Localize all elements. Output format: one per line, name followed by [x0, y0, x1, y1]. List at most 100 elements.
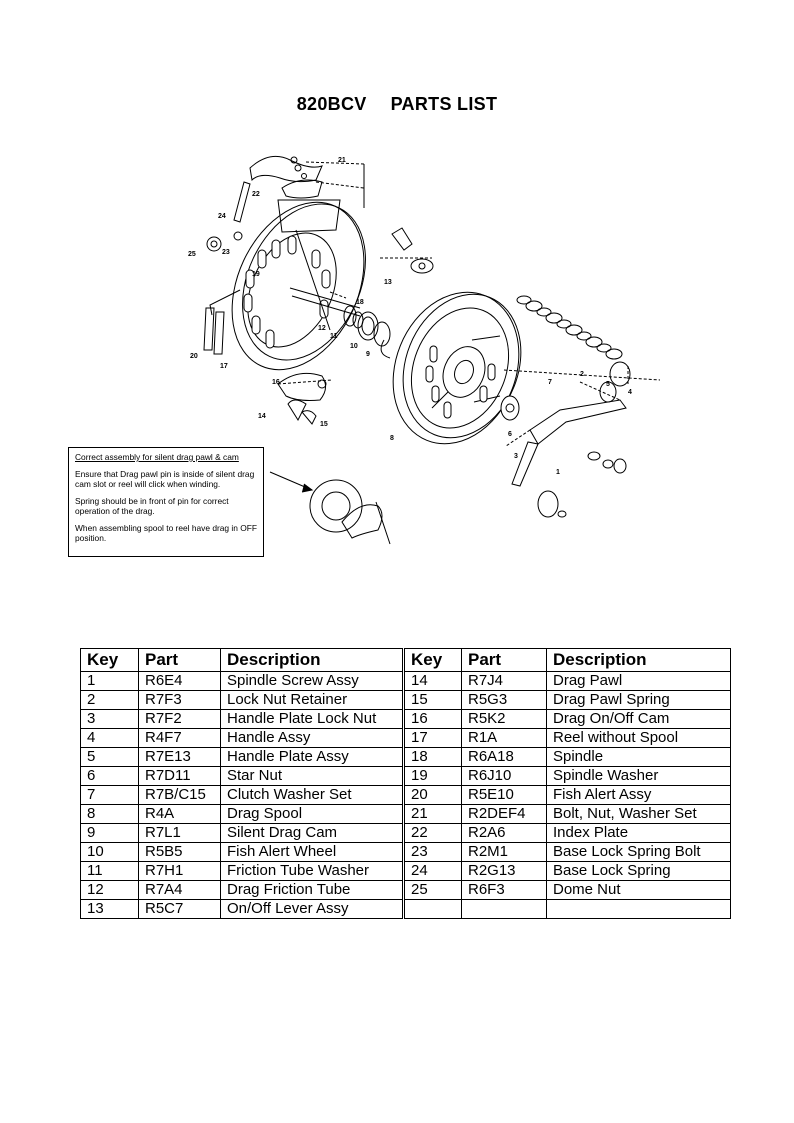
cell-key: 17: [402, 728, 462, 748]
label-4: 4: [628, 389, 632, 396]
cell-part: R7L1: [138, 823, 221, 843]
cell-description: Star Nut: [220, 766, 404, 786]
note-paragraph-2: Spring should be in front of pin for cor…: [75, 496, 229, 516]
cell-description: Handle Plate Lock Nut: [220, 709, 404, 729]
cell-part: R5K2: [461, 709, 547, 729]
label-6: 6: [508, 431, 512, 438]
label-20: 20: [190, 353, 198, 360]
cell-key: 20: [402, 785, 462, 805]
header-description: Description: [220, 648, 404, 672]
cell-description: Handle Assy: [220, 728, 404, 748]
cell-part: R7J4: [461, 671, 547, 691]
cell-description: Handle Plate Assy: [220, 747, 404, 767]
cell-part: R1A: [461, 728, 547, 748]
cell-key: 11: [80, 861, 139, 881]
cell-description: Drag Pawl Spring: [546, 690, 731, 710]
note-paragraph-3: When assembling spool to reel have drag …: [75, 523, 258, 543]
cell-part: R5G3: [461, 690, 547, 710]
cell-key: 2: [80, 690, 139, 710]
cell-part: R2DEF4: [461, 804, 547, 824]
cell-description: Reel without Spool: [546, 728, 731, 748]
clutch-washer-stack: [516, 295, 623, 360]
cell-description: Drag Friction Tube: [220, 880, 404, 900]
label-2: 2: [580, 371, 584, 378]
assembly-note-box: Correct assembly for silent drag pawl & …: [68, 447, 264, 557]
header-description: Description: [546, 648, 731, 672]
cell-description: Base Lock Spring Bolt: [546, 842, 731, 862]
label-16: 16: [272, 379, 280, 386]
label-25: 25: [188, 251, 196, 258]
header-key: Key: [402, 648, 462, 672]
note-title: Correct assembly for silent drag pawl & …: [75, 452, 239, 462]
cell-description: Index Plate: [546, 823, 731, 843]
cell-description: Bolt, Nut, Washer Set: [546, 804, 731, 824]
label-24: 24: [218, 213, 226, 220]
cell-part: R4F7: [138, 728, 221, 748]
label-23: 23: [222, 249, 230, 256]
label-12: 12: [318, 325, 326, 332]
cell-key: 7: [80, 785, 139, 805]
cell-part: R2M1: [461, 842, 547, 862]
cell-key: 22: [402, 823, 462, 843]
cell-part: R7F2: [138, 709, 221, 729]
label-22: 22: [252, 191, 260, 198]
cell-description: Clutch Washer Set: [220, 785, 404, 805]
label-8: 8: [390, 435, 394, 442]
cell-key: 4: [80, 728, 139, 748]
label-17: 17: [220, 363, 228, 370]
cell-key: 9: [80, 823, 139, 843]
cell-key: 6: [80, 766, 139, 786]
label-14: 14: [258, 413, 266, 420]
cell-key: 12: [80, 880, 139, 900]
cell-key: [402, 899, 462, 919]
cell-description: Fish Alert Assy: [546, 785, 731, 805]
cell-key: 25: [402, 880, 462, 900]
cell-description: Fish Alert Wheel: [220, 842, 404, 862]
label-1: 1: [556, 469, 560, 476]
label-15: 15: [320, 421, 328, 428]
label-3: 3: [514, 453, 518, 460]
cell-key: 19: [402, 766, 462, 786]
cell-key: 15: [402, 690, 462, 710]
cell-key: 10: [80, 842, 139, 862]
cell-description: Base Lock Spring: [546, 861, 731, 881]
drag-spool-drawing: [392, 291, 522, 445]
cell-part: R6J10: [461, 766, 547, 786]
cell-description: Friction Tube Washer: [220, 861, 404, 881]
cell-key: 5: [80, 747, 139, 767]
exploded-parts-diagram: 1 2 3 4 5 6 7 8 9 10 11 12 13 14 15 16 1…: [188, 155, 660, 545]
parts-table: Key Part Description Key Part Descriptio…: [80, 648, 731, 919]
header-part: Part: [138, 648, 221, 672]
cell-description: Drag Spool: [220, 804, 404, 824]
cell-part: R4A: [138, 804, 221, 824]
cell-key: 8: [80, 804, 139, 824]
label-19: 19: [252, 271, 260, 278]
cell-description: Lock Nut Retainer: [220, 690, 404, 710]
label-10: 10: [350, 343, 358, 350]
label-21: 21: [338, 157, 346, 164]
cell-part: R6A18: [461, 747, 547, 767]
cell-part: R7D11: [138, 766, 221, 786]
cell-part: R5E10: [461, 785, 547, 805]
cell-key: 24: [402, 861, 462, 881]
cell-part: [461, 899, 547, 919]
cell-part: R6F3: [461, 880, 547, 900]
cell-key: 3: [80, 709, 139, 729]
header-key: Key: [80, 648, 139, 672]
cell-part: R5B5: [138, 842, 221, 862]
cell-key: 23: [402, 842, 462, 862]
cell-part: R2G13: [461, 861, 547, 881]
title-label: PARTS LIST: [390, 94, 498, 114]
cell-part: R7A4: [138, 880, 221, 900]
cell-part: R7B/C15: [138, 785, 221, 805]
